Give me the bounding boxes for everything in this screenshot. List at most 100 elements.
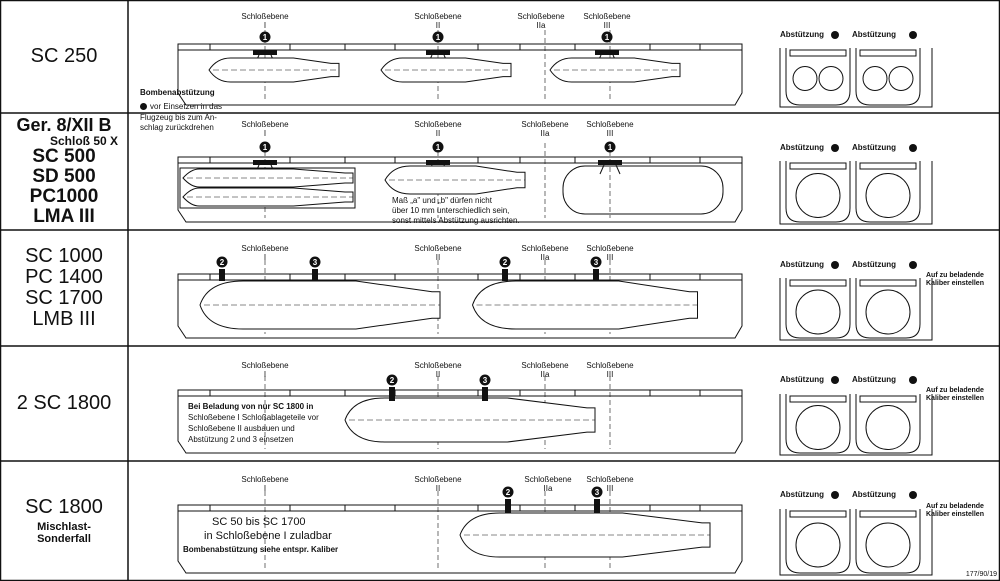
suspension-lug xyxy=(253,50,277,55)
cross-section-frame xyxy=(785,509,851,574)
marker-number: 3 xyxy=(594,258,599,267)
abstuetzung-marker: 2 xyxy=(502,486,514,498)
cross-section-frame xyxy=(855,509,921,574)
bomb-cross-section xyxy=(865,289,911,335)
bomb-bay-outline xyxy=(177,157,743,223)
bomb-cross-section xyxy=(795,289,841,335)
caption-line: Schloßebene II ausbauen und xyxy=(188,424,295,433)
row-label-sc500: Ger. 8/XII B Schloß 50 X SC 500 SD 500 P… xyxy=(0,113,128,230)
suspension-rail xyxy=(177,389,743,397)
bomb-pc1000 xyxy=(562,165,724,215)
cross-section-frame xyxy=(855,161,921,223)
support-pad xyxy=(312,269,318,281)
abstuetzung-marker-dot xyxy=(909,491,917,499)
cross-section-rail xyxy=(789,162,847,170)
ger-8-xii-b-frame xyxy=(179,167,356,209)
row-label-line: SC 1700 xyxy=(25,287,103,309)
support-pad xyxy=(593,269,599,281)
suspension-rail xyxy=(177,504,743,512)
bomb-cross-section xyxy=(888,66,914,91)
abstuetzung-marker: 2 xyxy=(499,256,511,268)
abstuetzung-marker-dot xyxy=(909,376,917,384)
row-label-line: Mischlast- xyxy=(37,520,91,533)
abstuetzung-label: Abstützung xyxy=(780,260,824,269)
row-label-line: LMB III xyxy=(32,308,96,330)
marker-number: 2 xyxy=(503,258,508,267)
suspension-rail xyxy=(177,156,743,164)
bomb-sc250 xyxy=(380,57,512,83)
cross-section-frame xyxy=(785,394,851,454)
cross-section-rail xyxy=(859,395,917,403)
caption-line: in Schloßebene I zuladbar xyxy=(204,530,332,542)
cross-section-rail xyxy=(789,510,847,518)
bomb-cross-section xyxy=(865,405,911,450)
row-label-line: Ger. 8/XII B xyxy=(16,114,112,135)
marker-dot xyxy=(502,486,514,498)
bomb-cross-section xyxy=(795,405,841,450)
suspension-lug xyxy=(426,160,450,165)
abstuetzung-label: Abstützung xyxy=(780,490,824,499)
marker-dot xyxy=(591,486,603,498)
suspension-marker: 1 xyxy=(432,141,444,153)
row-label-line: Sonderfall xyxy=(37,532,91,545)
marker-dot xyxy=(601,31,613,43)
marker-dot xyxy=(479,374,491,386)
marker-number: 2 xyxy=(506,488,511,497)
marker-dot xyxy=(386,374,398,386)
cross-section-frame xyxy=(855,394,921,454)
bomb-bay-outline xyxy=(177,390,743,454)
marker-dot xyxy=(432,141,444,153)
abstuetzung-marker-dot xyxy=(831,376,839,384)
marker-dot xyxy=(499,256,511,268)
marker-dot xyxy=(216,256,228,268)
cross-section-frame xyxy=(855,48,921,106)
marker-number: 1 xyxy=(605,33,610,42)
marker-number: 2 xyxy=(220,258,225,267)
bomb-bay-outline xyxy=(177,274,743,339)
caption-line: vor Einsetzen in das xyxy=(140,102,222,111)
support-pad xyxy=(219,269,225,281)
abstuetzung-marker: 3 xyxy=(479,374,491,386)
row-label-sc250: SC 250 xyxy=(0,0,128,113)
row-label-line: PC 1400 xyxy=(25,266,103,288)
cross-section-rail xyxy=(859,162,917,170)
marker-dot xyxy=(432,31,444,43)
row-label-line: PC1000 xyxy=(29,186,99,208)
row-label-line: SC 1800 xyxy=(25,495,103,518)
bomb-cross-section xyxy=(818,66,844,91)
cross-section-frame xyxy=(785,161,851,223)
bomb-bay-outline xyxy=(177,44,743,106)
suspension-marker: 1 xyxy=(259,31,271,43)
abstuetzung-label: Abstützung xyxy=(852,490,896,499)
bay-section-outline xyxy=(779,48,933,108)
caption-line: Abstützung 2 und 3 einsetzen xyxy=(188,435,294,444)
row-label-2sc1800: 2 SC 1800 xyxy=(0,346,128,461)
marker-dot xyxy=(309,256,321,268)
caption-line: Bombenabstützung siehe entspr. Kaliber xyxy=(183,545,339,554)
bomb-cross-section xyxy=(795,173,841,218)
cross-section-frame xyxy=(855,278,921,339)
abstuetzung-marker-dot xyxy=(909,31,917,39)
marker-number: 1 xyxy=(608,143,613,152)
cross-section-rail xyxy=(789,49,847,57)
cross-section-rail xyxy=(789,395,847,403)
abstuetzung-marker: 3 xyxy=(590,256,602,268)
row-label-line: LMA III xyxy=(33,206,95,228)
abstuetzung-label: Abstützung xyxy=(852,30,896,39)
